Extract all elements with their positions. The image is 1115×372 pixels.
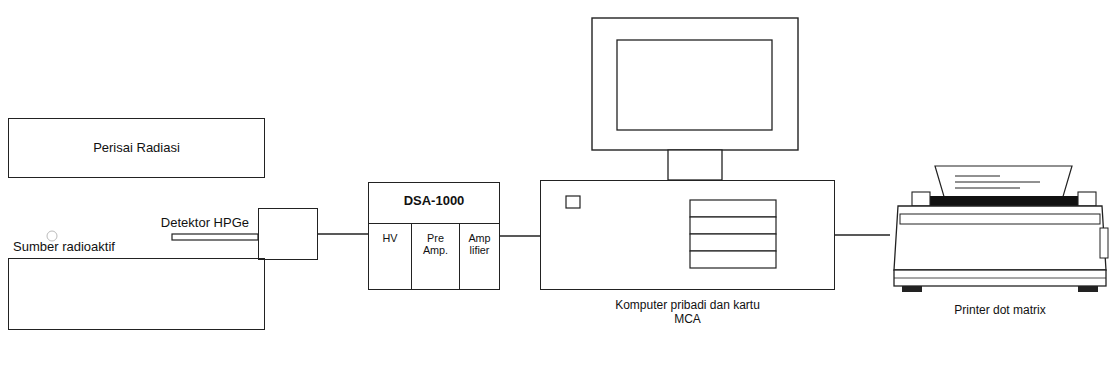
analyzer-box: DSA-1000HVPre Amp.Amp lifier <box>368 182 500 290</box>
cable-line <box>835 234 890 235</box>
drive-slot <box>690 200 776 217</box>
cable-line <box>500 235 540 236</box>
hv-cell: HV <box>369 223 411 289</box>
node-label: Printer dot matrix <box>925 304 1075 318</box>
node-label: Perisai Radiasi <box>9 141 264 156</box>
node-label: Pre Amp. <box>412 232 459 257</box>
node-label: Sumber radioaktif <box>13 240 115 255</box>
node-label: Amp lifier <box>460 232 499 257</box>
detector-box: Detektor HPGe <box>258 208 318 260</box>
node-label: DSA-1000 <box>369 194 499 209</box>
power-button <box>566 196 580 208</box>
drive-slot <box>690 234 776 251</box>
drive-slot <box>690 251 776 268</box>
detector-rod <box>172 234 258 240</box>
preamp-cell: Pre Amp. <box>411 223 459 289</box>
shield-box: Perisai Radiasi <box>8 118 265 178</box>
printer-drawing <box>894 166 1108 292</box>
cable-line <box>318 233 368 234</box>
node-label: Detektor HPGe <box>159 216 251 231</box>
node-label: HV <box>369 232 411 244</box>
node-label: Komputer pribadi dan kartu MCA <box>613 299 763 327</box>
monitor-screen <box>617 40 772 130</box>
monitor-frame <box>592 18 798 150</box>
computer-case: Komputer pribadi dan kartu MCA <box>540 180 835 290</box>
amplifier-cell: Amp lifier <box>459 223 499 289</box>
source-box: Sumber radioaktif <box>8 258 265 330</box>
drive-slot <box>690 217 776 234</box>
monitor-stand <box>668 150 722 180</box>
printer-area: Printer dot matrix <box>890 168 1110 294</box>
